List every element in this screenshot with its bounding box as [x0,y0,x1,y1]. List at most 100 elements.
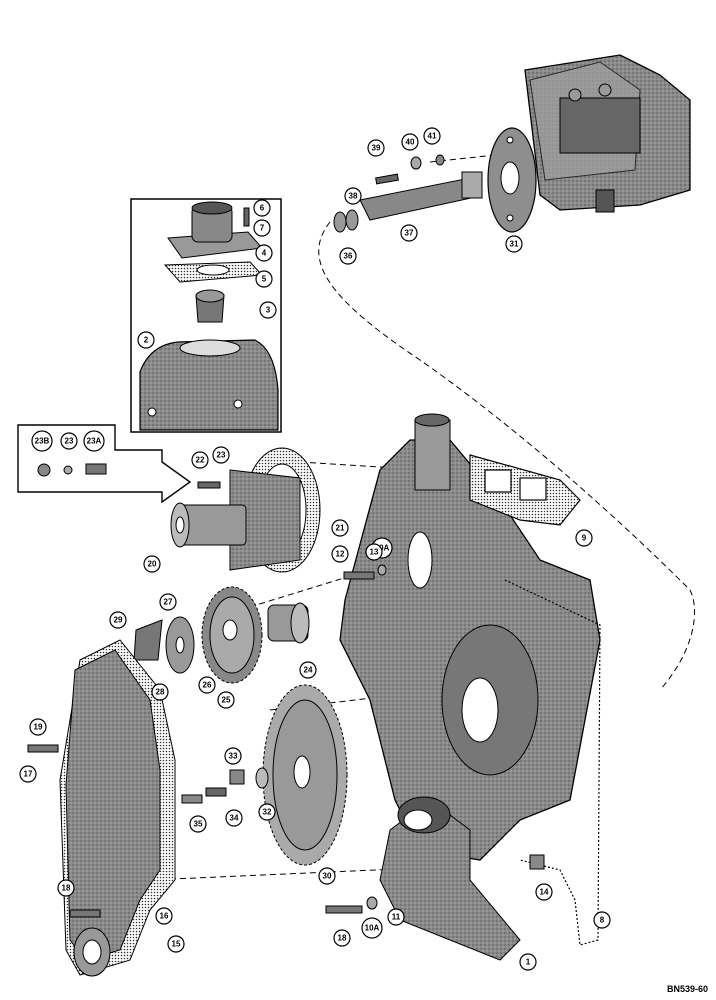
callout-circle [109,611,127,629]
inset-stud-detail [17,424,192,504]
callout-p2: 2 [137,331,155,349]
callout-circle [365,543,383,561]
callout-label: 1 [526,958,531,967]
callout-label: 11 [392,913,401,922]
callout-label: 35 [194,820,203,829]
callout-circle [318,867,336,885]
callout-label: 26 [203,681,212,690]
callout-label: 8 [600,916,605,925]
callout-circle [401,133,419,151]
callout-p12: 12 [331,545,349,563]
callout-p1: 1 [519,953,537,971]
callout-circle [505,235,523,253]
callout-circle [29,718,47,736]
callout-circle [57,879,75,897]
callout-label: 10A [365,924,380,933]
callout-p11: 11 [387,908,405,926]
callout-circle [189,815,207,833]
pump-drive-shaft [333,154,483,233]
callout-p18b: 18 [333,929,351,947]
callout-circle [224,747,242,765]
callout-p10a2: 10A [361,917,383,939]
callout-label: 9 [582,534,587,543]
callout-label: 23A [87,437,102,446]
callout-circle [400,224,418,242]
callout-label: 2 [144,336,149,345]
callout-label: 17 [24,770,33,779]
callout-p40: 40 [401,133,419,151]
callout-p17: 17 [19,765,37,783]
callout-p6: 6 [253,199,271,217]
callout-circle [212,446,230,464]
callout-circle [167,935,185,953]
callout-circle [255,244,273,262]
callout-label: 5 [262,275,267,284]
callout-p22: 22 [191,451,209,469]
callout-circle [253,219,271,237]
callout-label: 31 [510,240,519,249]
callout-p5: 5 [255,270,273,288]
callout-p25: 25 [217,691,235,709]
callout-label: 30 [323,872,332,881]
callout-label: 6 [260,204,265,213]
callout-p28: 28 [151,683,169,701]
callout-circle [361,917,383,939]
callout-label: 10A [375,544,390,553]
callout-label: 27 [164,598,173,607]
callout-p4: 4 [255,244,273,262]
callout-circle [387,908,405,926]
callout-circle [159,593,177,611]
callout-label: 7 [260,224,265,233]
callout-circle [331,545,349,563]
callout-label: 23B [35,437,50,446]
housing-fasteners [325,564,545,914]
callout-label: 38 [349,192,358,201]
callout-circle [339,247,357,265]
callout-p33: 33 [224,747,242,765]
callout-label: 41 [428,132,437,141]
drawing-code: BN539-60 [666,984,708,994]
callout-label: 14 [540,888,549,897]
callout-p35: 35 [189,815,207,833]
callout-p21: 21 [331,519,349,537]
callout-label: 15 [172,940,181,949]
callout-label: 4 [262,249,267,258]
callout-p14: 14 [535,883,553,901]
callout-p37: 37 [400,224,418,242]
callout-label: 13 [370,548,379,557]
callout-p19: 19 [29,718,47,736]
camshaft-gear [181,684,348,866]
callout-label: 29 [114,616,123,625]
callout-p38: 38 [344,187,362,205]
housing-gaskets [469,454,601,946]
callout-label: 39 [372,144,381,153]
callout-p7: 7 [253,219,271,237]
callout-label: 28 [156,688,165,697]
timing-gear-cover [27,639,176,977]
callout-p20: 20 [143,555,161,573]
callout-circle [143,555,161,573]
callout-p32: 32 [258,803,276,821]
callout-circle [155,907,173,925]
callout-label: 25 [222,696,231,705]
inset-water-outlet-detail [130,198,282,433]
callout-label: 18 [62,884,71,893]
callout-circle [253,199,271,217]
callout-circle [83,430,105,452]
callout-label: 36 [344,252,353,261]
callout-label: 16 [160,912,169,921]
callout-label: 18 [338,934,347,943]
callout-p9: 9 [575,529,593,547]
callout-label: 19 [34,723,43,732]
callout-label: 23 [217,451,226,460]
callout-p39: 39 [367,139,385,157]
water-pump [170,447,321,573]
callout-circle [519,953,537,971]
idler-gear-assembly [133,586,310,684]
callout-label: 23 [65,437,74,446]
callout-p23: 23 [212,446,230,464]
callout-p27: 27 [159,593,177,611]
callout-label: 34 [230,814,239,823]
callout-circle [191,451,209,469]
